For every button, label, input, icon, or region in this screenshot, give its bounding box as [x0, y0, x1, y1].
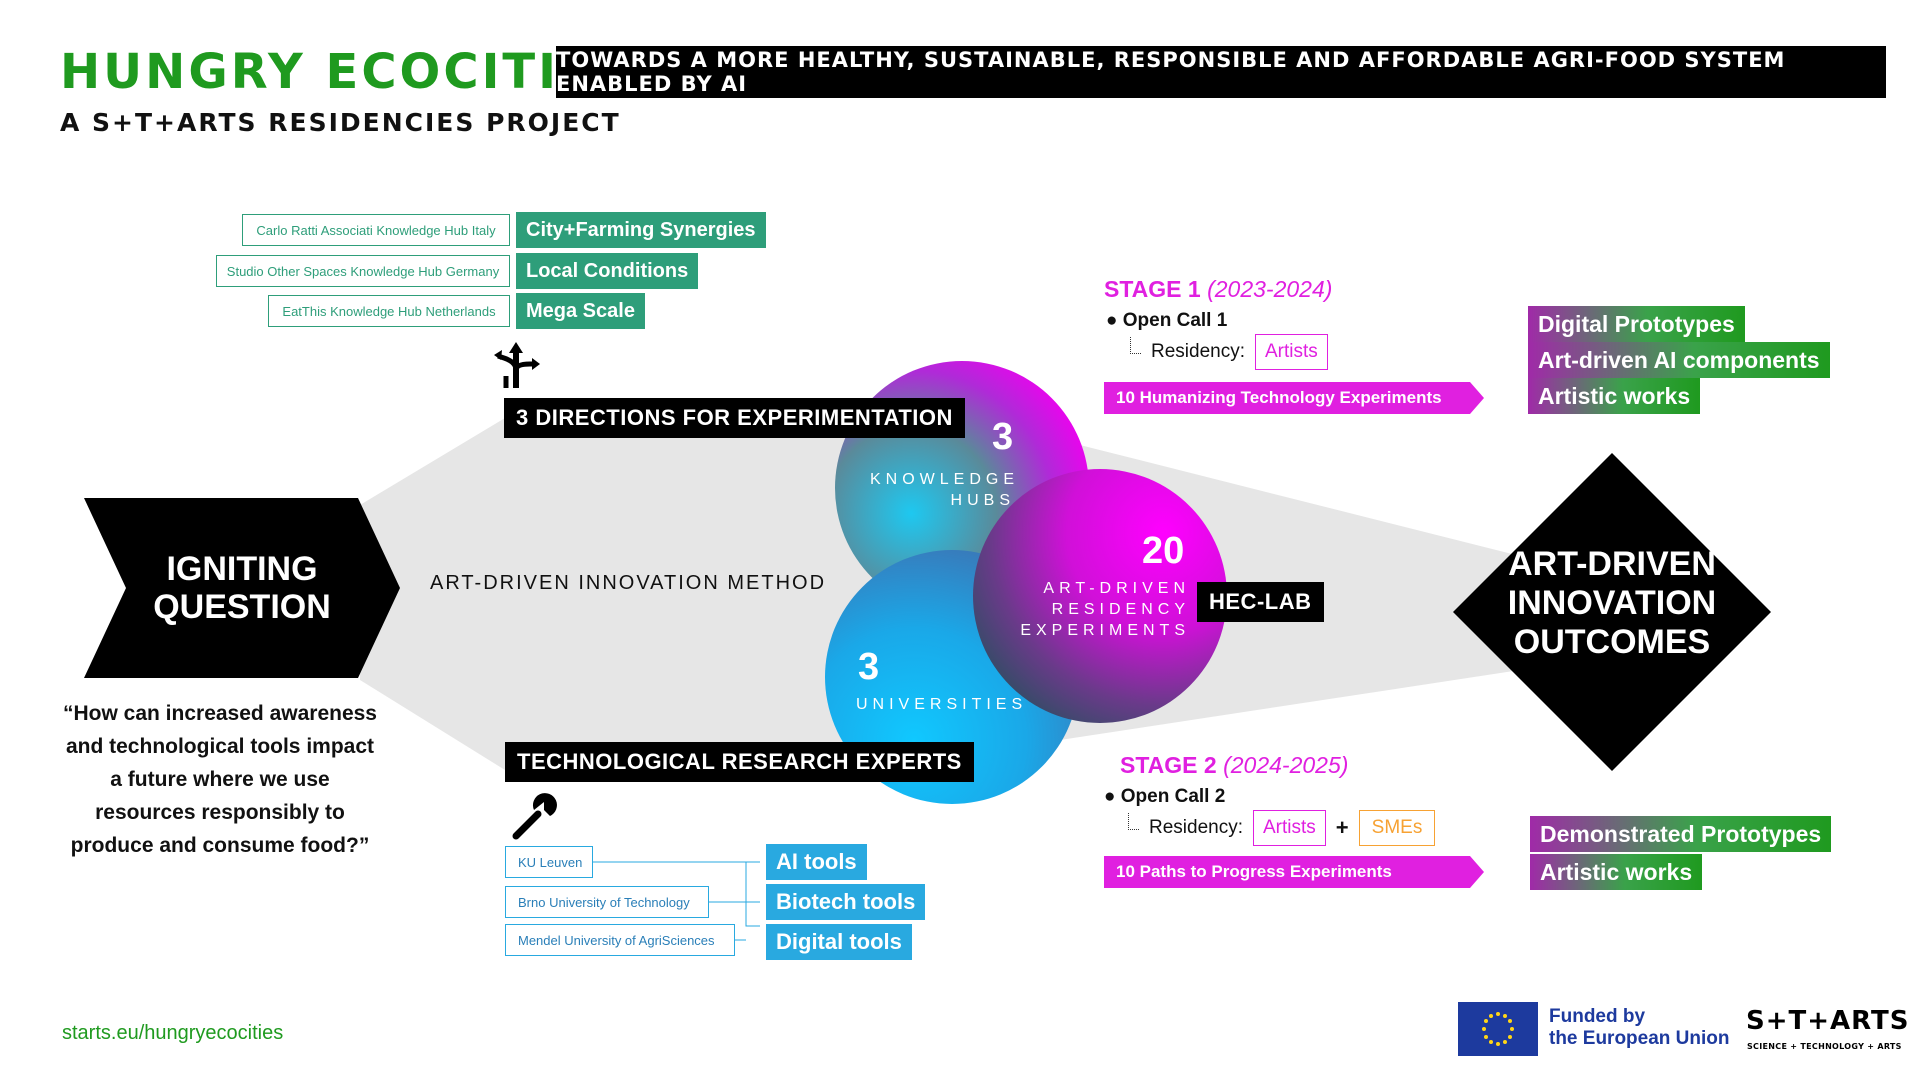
stage-2-open-call-text: Open Call 2 — [1120, 786, 1226, 807]
hub-label-netherlands: EatThis Knowledge Hub Netherlands — [268, 295, 510, 327]
hubs-label-line-2: HUBS — [950, 492, 1015, 509]
igniting-line-2: QUESTION — [153, 588, 331, 626]
stage-2-residency-label: Residency: — [1149, 817, 1243, 838]
stage-1-experiments: 10 Humanizing Technology Experiments — [1104, 382, 1484, 414]
plus-sign: + — [1335, 815, 1349, 840]
stage-2-smes: SMEs — [1358, 810, 1436, 846]
tree-connector — [1128, 812, 1139, 830]
stage-1-open-call-text: Open Call 1 — [1122, 310, 1228, 331]
hec-lab-label: HEC-LAB — [1197, 582, 1324, 622]
hub-label-italy: Carlo Ratti Associati Knowledge Hub Ital… — [242, 214, 510, 246]
stage-1-label: STAGE 1 — [1104, 276, 1201, 302]
method-label: ART-DRIVEN INNOVATION METHOD — [430, 572, 827, 594]
hubs-count: 3 — [992, 416, 1014, 458]
diamond-line-3: OUTCOMES — [1513, 623, 1711, 661]
branching-arrows-icon — [494, 342, 540, 388]
tree-connector — [1130, 336, 1141, 354]
stage-1-residency-row: Residency: Artists — [1130, 334, 1328, 370]
stage-2-residency-row: Residency: Artists + SMEs — [1128, 810, 1436, 846]
experiments-count: 20 — [1142, 530, 1185, 572]
tool-ai: AI tools — [766, 844, 867, 880]
stage-2-label: STAGE 2 — [1120, 752, 1217, 778]
outcomes-diamond — [1453, 453, 1771, 771]
experiments-circle — [973, 469, 1227, 723]
outcome-artistic-works-1: Artistic works — [1528, 378, 1701, 414]
diamond-line-2: INNOVATION — [1507, 584, 1717, 622]
tagline-banner: TOWARDS A MORE HEALTHY, SUSTAINABLE, RES… — [556, 46, 1886, 98]
outcome-demonstrated-prototypes: Demonstrated Prototypes — [1530, 816, 1832, 852]
project-url[interactable]: starts.eu/hungryecocities — [62, 1022, 284, 1044]
stage-1-heading: STAGE 1 (2023-2024) — [1104, 276, 1332, 303]
tool-digital: Digital tools — [766, 924, 912, 960]
stage-1-years: (2023-2024) — [1207, 276, 1333, 302]
outcome-digital-prototypes: Digital Prototypes — [1528, 306, 1745, 342]
university-brno: Brno University of Technology — [505, 886, 709, 918]
left-funnel — [360, 418, 930, 770]
university-ku-leuven: KU Leuven — [505, 846, 593, 878]
outcome-ai-components: Art-driven AI components — [1528, 342, 1830, 378]
eu-stars-icon — [1482, 1012, 1514, 1046]
igniting-chevron — [84, 498, 400, 678]
stage-2-artists: Artists — [1253, 810, 1326, 846]
page-subtitle: A S+T+ARTS RESIDENCIES PROJECT — [60, 108, 621, 137]
hubs-label-line-1: KNOWLEDGE — [870, 471, 1020, 488]
wrench-icon — [512, 793, 557, 840]
stage-1-artists: Artists — [1255, 334, 1328, 370]
tagline-text: TOWARDS A MORE HEALTHY, SUSTAINABLE, RES… — [556, 48, 1786, 96]
directions-label: 3 DIRECTIONS FOR EXPERIMENTATION — [504, 398, 965, 438]
page-title: HUNGRY ECOCITIES — [60, 44, 633, 100]
experts-label: TECHNOLOGICAL RESEARCH EXPERTS — [505, 742, 974, 782]
diamond-line-1: ART-DRIVEN — [1508, 545, 1716, 583]
tool-biotech: Biotech tools — [766, 884, 926, 920]
igniting-question-label: IGNITING QUESTION — [84, 498, 400, 678]
stage-2-heading: STAGE 2 (2024-2025) — [1120, 752, 1348, 779]
hub-label-germany: Studio Other Spaces Knowledge Hub German… — [216, 255, 510, 287]
direction-local-conditions: Local Conditions — [516, 253, 699, 289]
eu-funding-text: Funded by the European Union — [1549, 1006, 1730, 1050]
igniting-line-1: IGNITING — [166, 550, 318, 588]
stage-2-open-call: ● Open Call 2 — [1104, 786, 1226, 807]
hubs-label: KNOWLEDGE HUBS — [870, 469, 1015, 511]
direction-city-farming: City+Farming Synergies — [516, 212, 766, 248]
stage-2-years: (2024-2025) — [1223, 752, 1349, 778]
experiments-label-line-2: RESIDENCY — [1051, 601, 1190, 618]
experiments-label-line-1: ART-DRIVEN — [1043, 580, 1190, 597]
stage-2-experiments: 10 Paths to Progress Experiments — [1104, 856, 1484, 888]
universities-count: 3 — [858, 646, 880, 688]
eu-line-1: Funded by — [1549, 1006, 1646, 1027]
universities-label: UNIVERSITIES — [856, 696, 1028, 713]
starts-logo: S+T+ARTS — [1746, 1006, 1910, 1036]
outcomes-diamond-label: ART-DRIVEN INNOVATION OUTCOMES — [1452, 545, 1772, 662]
stage-1-open-call: ● Open Call 1 — [1106, 310, 1228, 331]
question-text: “How can increased awareness and technol… — [63, 702, 377, 857]
eu-line-2: the European Union — [1549, 1028, 1730, 1049]
starts-logo-subtitle: SCIENCE + TECHNOLOGY + ARTS — [1747, 1042, 1902, 1051]
stage-1-residency-label: Residency: — [1151, 341, 1245, 362]
direction-mega-scale: Mega Scale — [516, 293, 645, 329]
eu-flag-icon — [1458, 1002, 1538, 1056]
experiments-label-line-3: EXPERIMENTS — [1020, 622, 1190, 639]
outcome-artistic-works-2: Artistic works — [1530, 854, 1703, 890]
experiments-label: ART-DRIVEN RESIDENCY EXPERIMENTS — [1010, 578, 1190, 641]
university-mendel: Mendel University of AgriSciences — [505, 924, 735, 956]
